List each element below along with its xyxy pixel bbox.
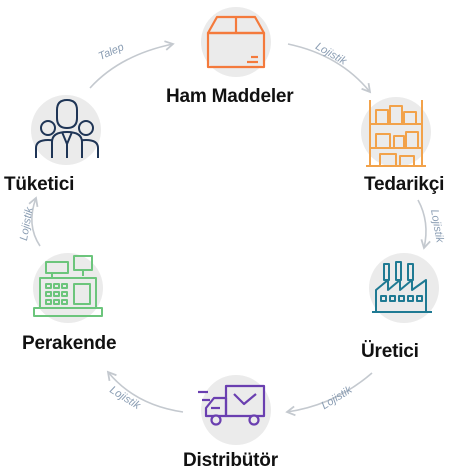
delivery-truck-icon — [198, 384, 266, 426]
warehouse-shelves-icon — [366, 100, 426, 167]
arrow-distributor-to-perakende — [106, 370, 184, 413]
node-label-perakende: Perakende — [22, 333, 117, 354]
arrow-tedarikci-to-uretici — [417, 199, 431, 250]
tedarikci-node — [361, 97, 431, 167]
ham-maddeler-node — [201, 7, 271, 77]
node-label-uretici: Üretici — [361, 341, 419, 362]
arrow-ham-maddeler-to-tedarikci — [287, 43, 372, 94]
node-label-ham-maddeler: Ham Maddeler — [166, 86, 294, 107]
node-label-tedarikci: Tedarikçi — [364, 174, 445, 195]
perakende-node — [33, 253, 103, 323]
arrow-perakende-to-tuketici — [28, 196, 41, 247]
cash-register-icon — [33, 255, 103, 317]
distributor-node — [198, 375, 271, 445]
factory-icon — [372, 261, 432, 313]
box-icon — [206, 15, 266, 69]
node-label-distributor: Distribütör — [183, 450, 278, 471]
people-group-icon — [35, 99, 99, 158]
tuketici-node — [31, 95, 101, 165]
uretici-node — [369, 253, 439, 323]
node-label-tuketici: Tüketici — [4, 174, 75, 195]
arrow-uretici-to-distributor — [285, 372, 373, 417]
arrow-talep — [89, 40, 175, 89]
